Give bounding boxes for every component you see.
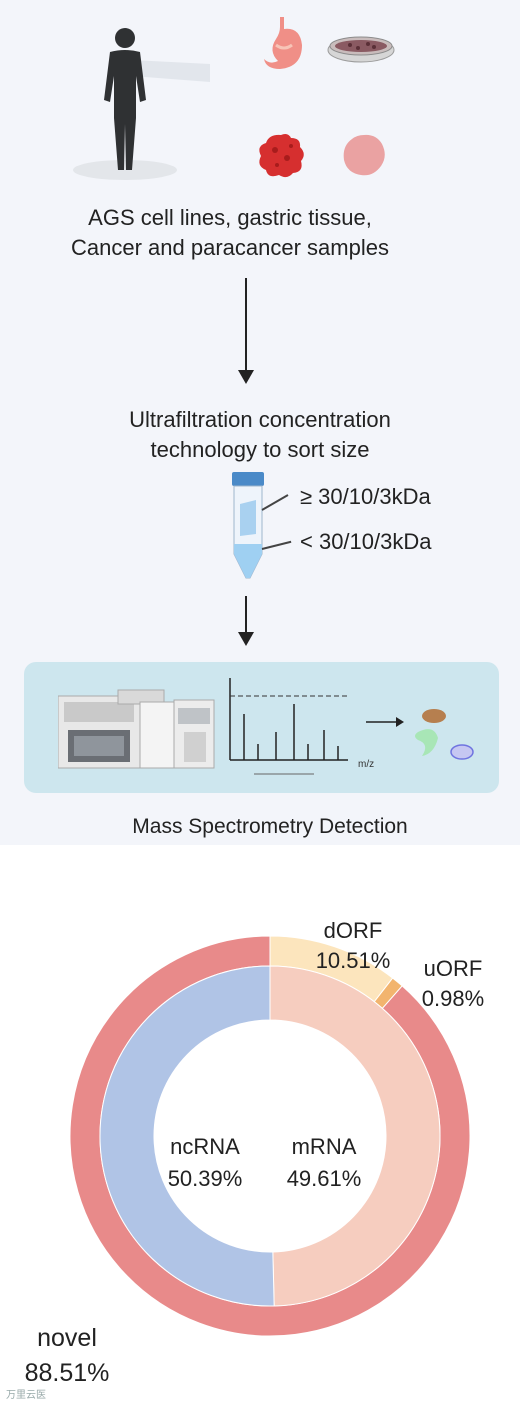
- spectrum-xlabel: m/z: [358, 759, 375, 770]
- inner-slice-ncrna: [99, 965, 275, 1307]
- ms-caption: Mass Spectrometry Detection: [132, 815, 408, 838]
- watermark-text: 万里云医: [6, 1390, 46, 1401]
- label-novel-value: 88.51%: [24, 1359, 110, 1387]
- spectrum-plot: [229, 678, 348, 775]
- samples-caption-line1: AGS cell lines, gastric tissue,: [88, 205, 372, 230]
- paracancer-tissue-icon: [343, 134, 385, 176]
- stomach-icon: [264, 17, 302, 69]
- label-novel: novel 88.51%: [2, 1323, 132, 1389]
- petri-dish-icon: [327, 36, 395, 63]
- size-ge-label: ≥ 30/10/3kDa: [300, 484, 431, 509]
- label-mrna-name: mRNA: [291, 1134, 357, 1159]
- ultrafiltration-caption: Ultrafiltration concentration technology…: [60, 405, 460, 465]
- label-novel-name: novel: [37, 1324, 97, 1352]
- label-ncrna-value: 50.39%: [167, 1166, 243, 1191]
- samples-caption: AGS cell lines, gastric tissue, Cancer a…: [0, 203, 460, 263]
- ultrafiltration-line1: Ultrafiltration concentration: [129, 407, 391, 432]
- cancer-tissue-icon: [259, 134, 304, 178]
- inner-slice-mrna: [269, 965, 441, 1307]
- label-uorf-value: 0.98%: [421, 986, 485, 1011]
- label-dorf-name: dORF: [323, 918, 383, 943]
- workflow-panel: AGS cell lines, gastric tissue, Cancer a…: [0, 0, 520, 845]
- label-ncrna-name: ncRNA: [170, 1134, 240, 1159]
- flow-arrow-2: [238, 596, 254, 646]
- label-mrna-value: 49.61%: [286, 1166, 362, 1191]
- ultrafiltration-tube-icon: [232, 472, 264, 579]
- label-dorf-value: 10.51%: [315, 948, 391, 973]
- mass-spec-box: m/z: [24, 662, 499, 793]
- mass-spectrometer-icon: [58, 689, 215, 769]
- result-arrow-icon: [366, 717, 404, 727]
- ultrafiltration-line2: technology to sort size: [150, 437, 370, 462]
- label-dorf: dORF 10.51%: [293, 918, 413, 974]
- label-mrna: mRNA 49.61%: [264, 1134, 384, 1192]
- protein-shapes-icon: [415, 709, 474, 760]
- label-ncrna: ncRNA 50.39%: [145, 1134, 265, 1192]
- label-uorf: uORF 0.98%: [398, 956, 508, 1012]
- human-figure-icon: [73, 28, 210, 180]
- size-lt-label: < 30/10/3kDa: [300, 529, 432, 554]
- samples-caption-line2: Cancer and paracancer samples: [71, 235, 389, 260]
- orf-donut-chart: [69, 935, 471, 1337]
- label-uorf-name: uORF: [423, 956, 483, 981]
- flow-arrow-1: [238, 278, 254, 384]
- orf-donut-panel: dORF 10.51% uORF 0.98% ncRNA 50.39% mRNA…: [0, 845, 520, 1406]
